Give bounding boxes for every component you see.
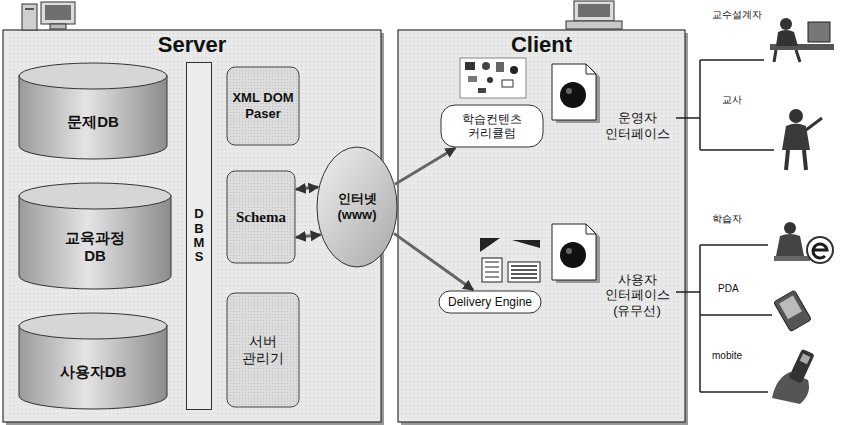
module-box: XML DOM Paser [226,66,300,146]
dbms-bar: DBMS [186,62,212,410]
pda-figure [779,296,802,320]
node-label: 인터넷 (www) [324,191,390,222]
connector-arrow [395,148,455,184]
node-label: XML DOM Paser [229,90,297,121]
client-computer-icon [574,1,614,21]
connector-arrow [394,233,473,290]
engine-icon [480,238,540,282]
engine-icon [482,258,502,282]
client-computer-icon [578,4,610,17]
database-cylinder-outline [18,312,168,410]
actor-label: 학습자 [712,212,742,226]
database-cylinder-outline [18,62,168,160]
designer-figure [770,18,834,62]
client-computer-icon [566,1,622,29]
mobile-figure [789,349,815,384]
designer-figure [808,22,830,42]
learner-figure [807,237,833,263]
content-icon [482,62,490,70]
server-computer-icon [25,8,34,10]
server-computer-icon [45,5,71,20]
database-cylinder: 사용자DB [18,312,168,410]
node-label: 문제DB [67,113,119,131]
module-box: Schema [226,170,296,264]
teacher-figure [782,109,822,170]
content-icon [487,77,493,83]
pda-figure [774,290,812,331]
node-label: 사용자DB [60,363,127,381]
engine-icon [508,262,540,282]
connector-arrow [296,235,321,238]
server-computer-icon [22,2,75,30]
interface-document: 운영자 인터페이스 [548,62,677,154]
actor-label: 교수설계자 [712,8,762,22]
panel-heading: Server [158,32,227,58]
learner-figure [784,222,796,234]
content-icon [510,66,518,74]
actor-label: mobite [712,350,742,361]
bracket-line [676,245,772,392]
mobile-figure [789,349,815,384]
pda-figure [774,290,812,331]
client-panel: 학습컨텐츠 커리큘럼 운영자 인터페이스 Delivery Engine 사용자 인터… [398,30,685,422]
learner-figure [813,244,827,258]
content-icon [460,58,526,98]
engine-pill: Delivery Engine [438,290,542,314]
node-label: 학습컨텐츠 커리큘럼 [444,112,540,141]
engine-icon [485,262,499,277]
mobile-figure [772,349,815,404]
node-label: Schema [236,208,286,226]
engine-icon [511,266,537,278]
panel-background [398,30,688,425]
content-icon [460,58,526,98]
engine-icon [480,238,500,252]
bracket-line [676,60,774,150]
server-computer-icon [22,4,37,30]
node-label: DBMS [193,207,206,264]
engine-icon [512,240,540,248]
content-icon [496,62,504,72]
node-label: 서버 관리기 [229,333,297,367]
designer-figure [780,18,792,30]
actor-label: PDA [718,283,739,294]
module-box: 서버 관리기 [226,292,300,408]
bracket-line [676,60,774,392]
learner-figure [776,234,804,256]
client-computer-icon [566,21,622,29]
content-icon [468,76,477,82]
content-icon [465,62,475,70]
node-label: 사용자 인터페이스 (유무선) [598,272,676,319]
actor-label: 교사 [722,93,742,107]
database-cylinder: 문제DB [18,62,168,160]
teacher-figure [789,109,803,123]
node-label: 운영자 인터페이스 [598,110,676,141]
teacher-figure [806,118,822,130]
pda-figure [774,290,812,331]
internet-ellipse: 인터넷 (www) [316,146,398,268]
connector-arrow [296,187,318,189]
node-label: Delivery Engine [448,295,532,309]
server-computer-icon [50,24,66,29]
mobile-figure [800,354,811,365]
learner-figure [774,222,833,263]
content-icon [478,88,486,93]
teacher-figure [782,124,810,151]
designer-figure [776,30,798,46]
interface-document: 사용자 인터페이스 (유무선) [548,222,677,332]
node-label: 교육과정 DB [53,229,137,265]
teacher-figure [786,150,806,170]
panel-heading: Client [511,32,572,58]
content-icon [502,80,513,87]
database-cylinder: 교육과정 DB [18,182,172,290]
server-computer-icon [41,2,75,24]
content-box: 학습컨텐츠 커리큘럼 [440,104,544,148]
designer-figure [774,50,800,62]
panel-background [398,30,685,422]
learner-figure [774,256,810,261]
